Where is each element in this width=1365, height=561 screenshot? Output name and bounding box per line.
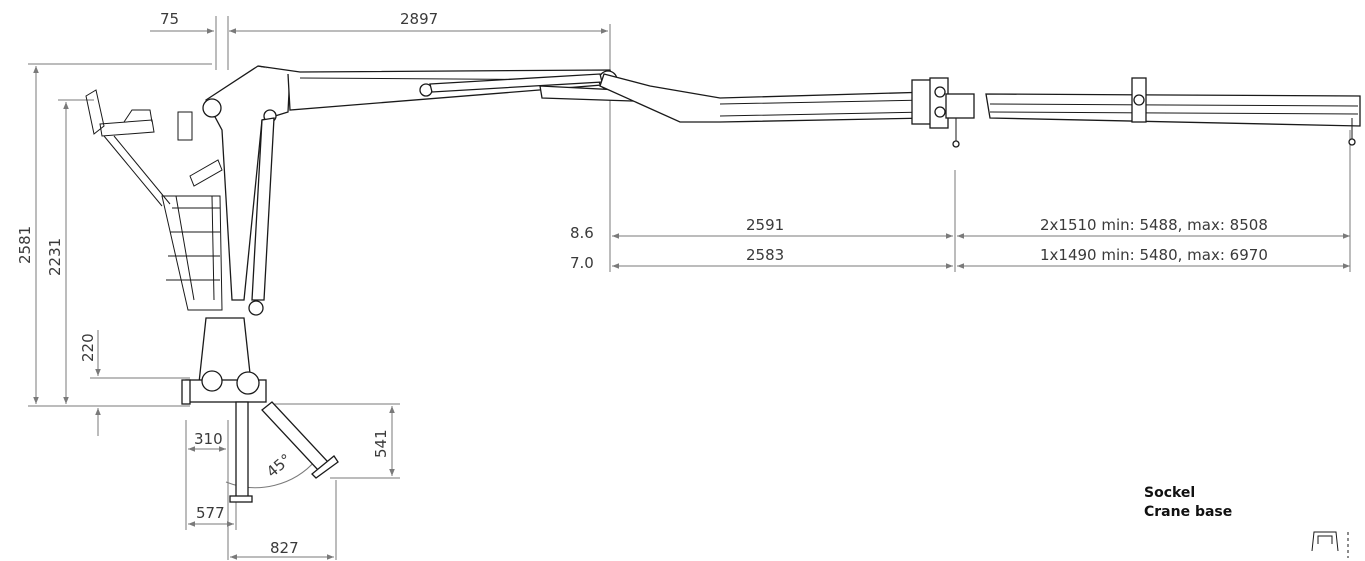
crane-base-label-de: Sockel xyxy=(1144,485,1196,501)
left-dimensions: 2581 2231 220 xyxy=(16,63,212,436)
reach-row2-extension: 1x1490 min: 5480, max: 6970 xyxy=(1040,246,1268,264)
dim-2581: 2581 xyxy=(16,226,34,264)
reach-row1-load: 8.6 xyxy=(570,224,594,242)
reach-row2-reach: 2583 xyxy=(746,246,784,264)
dim-310: 310 xyxy=(194,430,223,448)
dim-75: 75 xyxy=(160,10,179,28)
dim-541: 541 xyxy=(372,429,390,458)
top-dimensions: 75 2897 xyxy=(150,10,611,76)
crane-base-label: Sockel Crane base xyxy=(1144,484,1232,522)
reach-row1-extension: 2x1510 min: 5488, max: 8508 xyxy=(1040,216,1268,234)
crane-base-label-en: Crane base xyxy=(1144,504,1233,520)
angle-45: 45° xyxy=(263,450,295,481)
crane-outline xyxy=(85,65,1361,503)
reach-row2-load: 7.0 xyxy=(570,254,594,272)
dim-2231: 2231 xyxy=(46,238,64,276)
dim-2897: 2897 xyxy=(400,10,438,28)
dim-220: 220 xyxy=(79,333,97,362)
reach-dimensions: 8.6 2591 2x1510 min: 5488, max: 8508 7.0… xyxy=(570,80,1351,272)
reach-row1-reach: 2591 xyxy=(746,216,784,234)
crane-base-icon xyxy=(1311,531,1349,558)
dim-577: 577 xyxy=(196,504,225,522)
dim-827: 827 xyxy=(270,539,299,557)
